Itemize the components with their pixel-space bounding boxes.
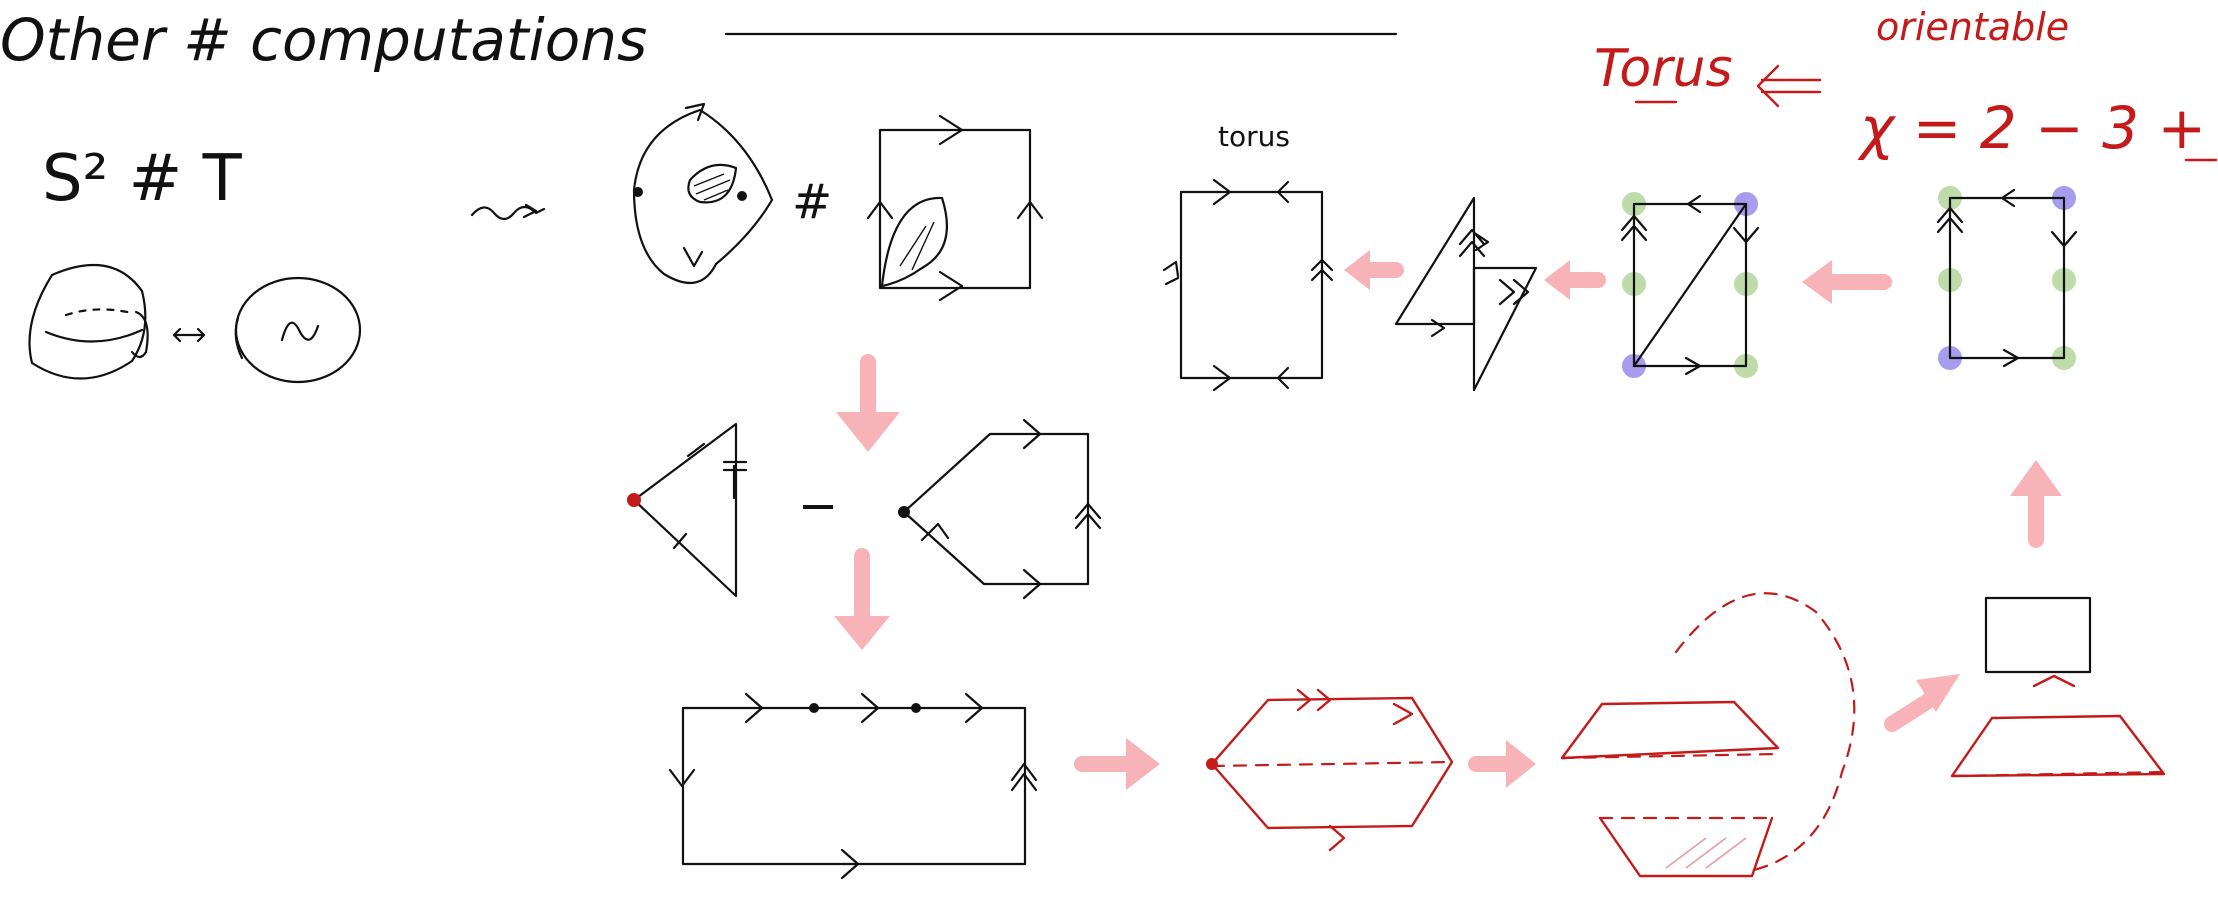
double-arrow <box>172 327 206 343</box>
square-torus-diagram <box>866 114 1044 302</box>
implies-arrow <box>1756 64 1822 108</box>
pink-arrow-left-1 <box>1802 260 1892 304</box>
vertex-labeled-rectangle-1 <box>1620 192 1760 378</box>
pink-arrow-down-1 <box>836 354 900 452</box>
disk-diagram <box>632 102 774 284</box>
pink-arrow-right-1 <box>1074 738 1160 790</box>
page-title: Other # computations <box>0 6 647 74</box>
parallelogram-stack <box>1394 196 1538 392</box>
vertex-labeled-rectangle-2 <box>1936 186 2078 370</box>
red-hexagon <box>1206 688 1454 852</box>
squiggle-arrow <box>470 203 546 221</box>
pink-arrow-up <box>2010 460 2062 548</box>
connected-sum-symbol: # <box>792 174 832 230</box>
long-rectangle <box>668 692 1038 880</box>
formula-s2-sharp-t: S² # T <box>42 142 243 216</box>
pink-arrow-right-2 <box>1468 740 1536 788</box>
hexagon-piece <box>898 418 1102 600</box>
pink-arrow-diag <box>1884 674 1960 732</box>
torus-rectangle <box>1162 178 1334 392</box>
orientable-label: orientable <box>1876 5 2069 49</box>
torus-print-label: torus <box>1218 120 1290 153</box>
sphere-with-handle-sketch <box>28 263 149 380</box>
pink-arrow-down-2 <box>834 548 890 650</box>
triangle-piece <box>627 422 748 598</box>
torus-cross-section-sketch <box>234 276 362 384</box>
red-stacked-shapes <box>1950 596 2166 778</box>
euler-characteristic: χ = 2 − 3 + 1 = 0 <box>1857 94 2218 162</box>
minus-symbol: − <box>798 478 838 534</box>
pink-arrow-left-2 <box>1544 260 1606 300</box>
pink-arrow-left-3 <box>1344 250 1404 290</box>
torus-red-label: Torus <box>1594 39 1733 99</box>
red-split-hexagons <box>1560 592 1856 878</box>
